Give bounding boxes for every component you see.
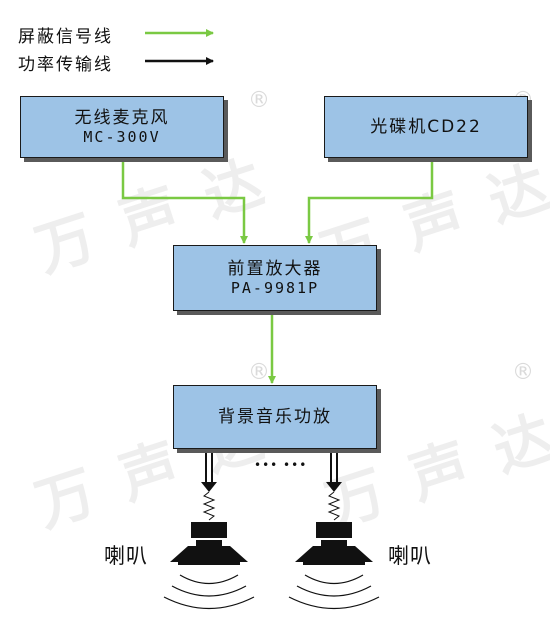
preamp-box: 前置放大器 PA-9981P: [173, 245, 377, 311]
amplifier-name: 背景音乐功放: [218, 407, 332, 427]
right-speaker-cable: [326, 450, 342, 521]
wireless-mic-model: MC-300V: [83, 128, 161, 146]
right-speaker-label: 喇叭: [388, 544, 432, 568]
left-speaker-icon: [163, 522, 255, 610]
right-speaker-icon: [288, 522, 380, 610]
wireless-mic-box: 无线麦克风 MC-300V: [20, 96, 224, 158]
cd-player-name: 光碟机CD22: [370, 117, 482, 137]
amplifier-box: 背景音乐功放: [173, 385, 377, 449]
registered-mark: ®: [248, 360, 270, 385]
left-speaker-label: 喇叭: [104, 544, 148, 568]
mic-to-preamp-line: [121, 159, 248, 244]
legend-power-label: 功率传输线: [18, 55, 113, 75]
registered-mark: ®: [512, 360, 534, 385]
preamp-model: PA-9981P: [230, 279, 320, 297]
wireless-mic-name: 无线麦克风: [74, 108, 170, 128]
preamp-name: 前置放大器: [227, 259, 323, 279]
legend-shield-label: 屏蔽信号线: [18, 27, 113, 47]
registered-mark: ®: [248, 88, 270, 113]
left-speaker-cable: [201, 450, 217, 521]
cd-player-box: 光碟机CD22: [324, 96, 528, 158]
more-speakers-indicator: ••• •••: [254, 458, 308, 472]
cd-to-preamp-line: [305, 159, 434, 244]
